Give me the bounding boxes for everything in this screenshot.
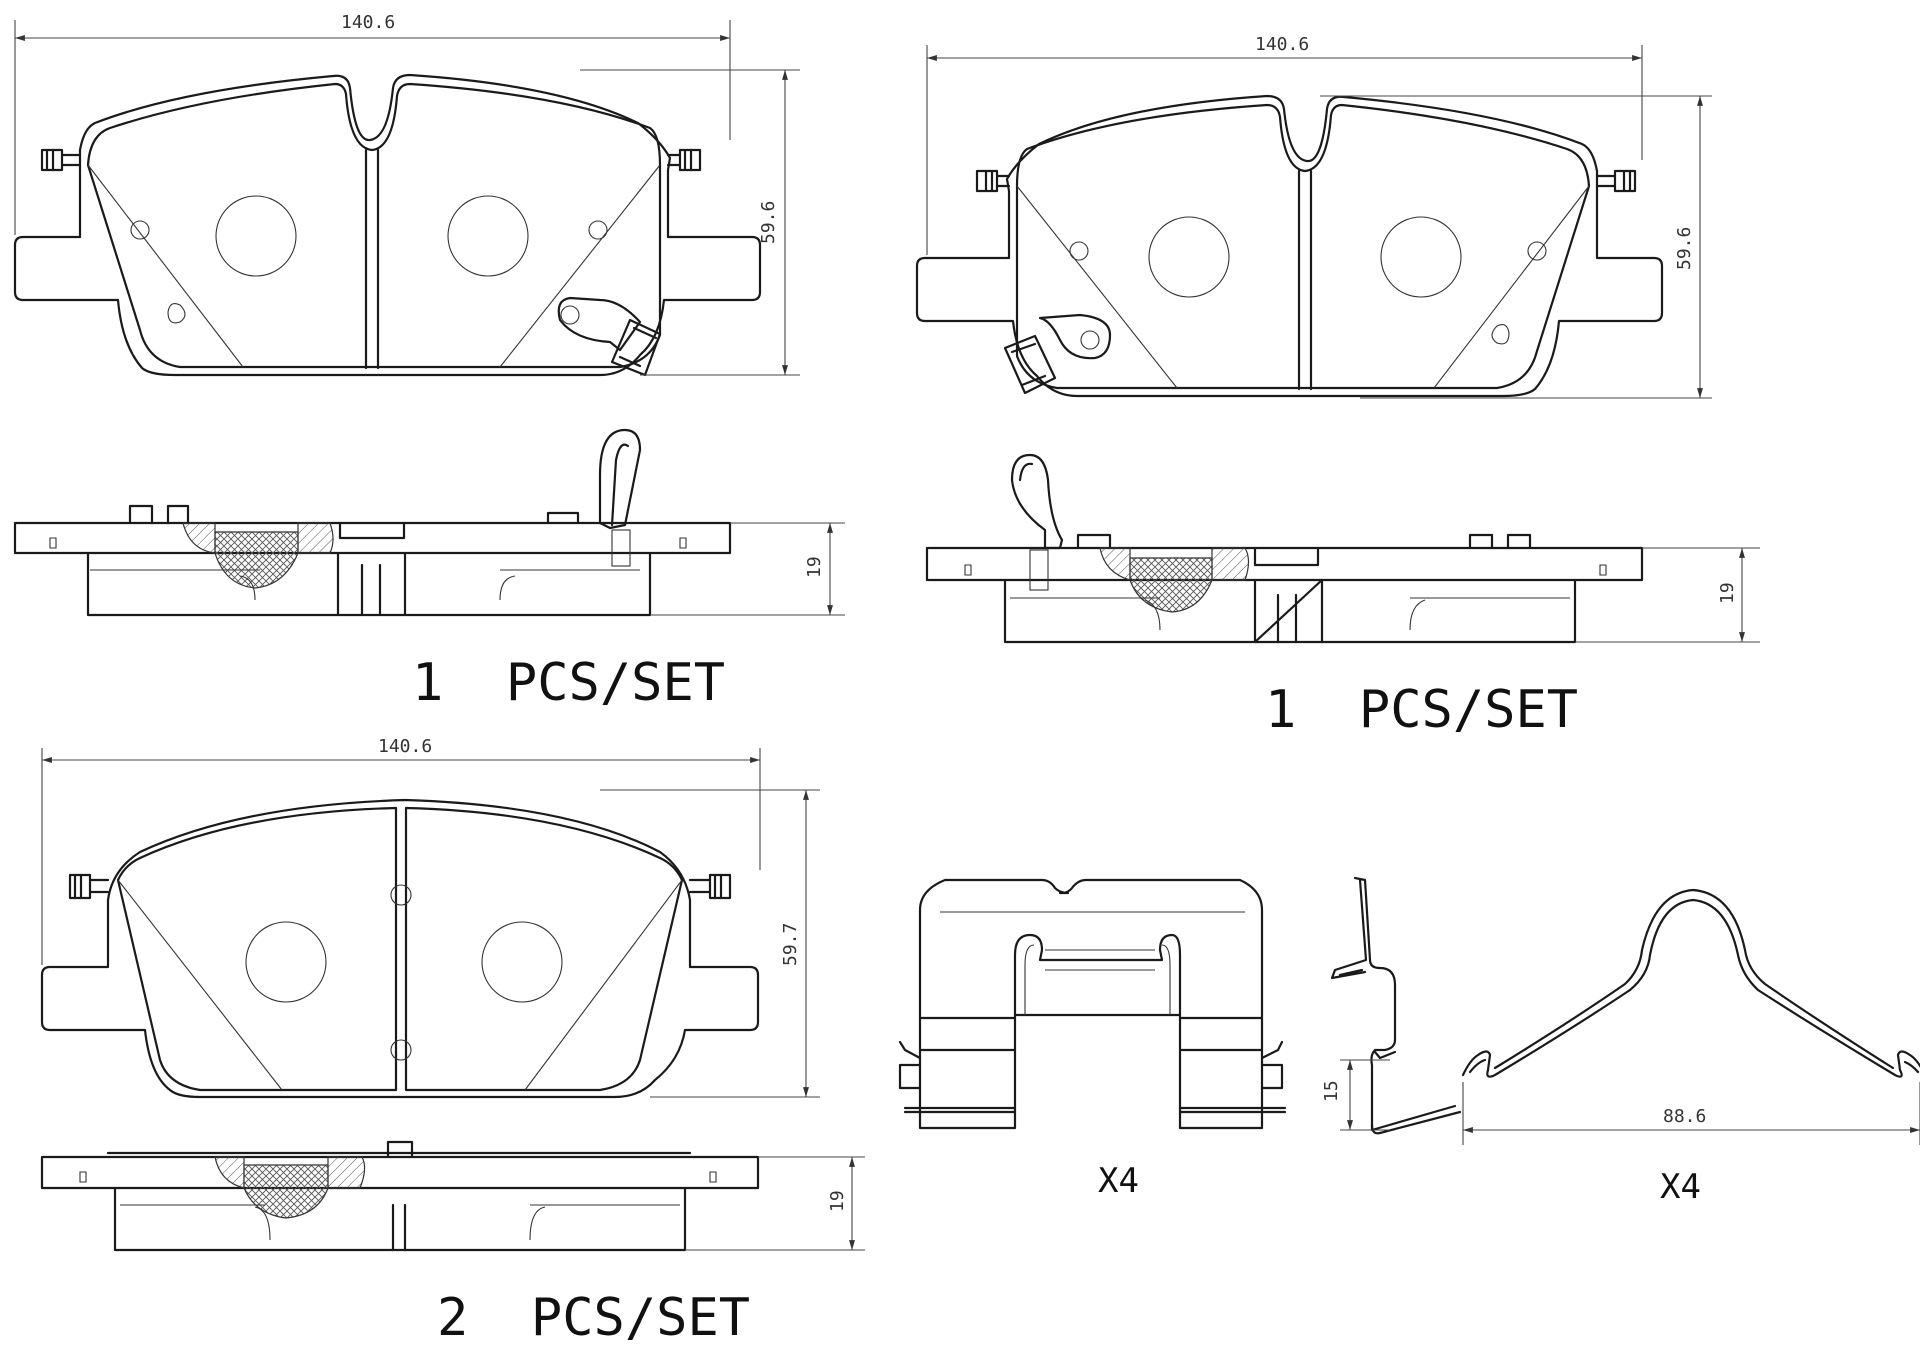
pad-a-side-view	[13, 428, 732, 617]
pad-a-width-dim: 140.6	[14, 12, 731, 235]
wire-spring	[1461, 888, 1920, 1078]
pad-a-thickness-label: 19	[804, 556, 825, 578]
pad-b-face	[915, 94, 1664, 398]
pad-b-thickness-label: 19	[1717, 582, 1738, 604]
pad-c-thickness-dim: 19	[685, 1156, 865, 1251]
pad-b-side-view	[925, 453, 1644, 644]
pad-b-thickness-dim: 19	[1575, 547, 1760, 643]
pad-a-width-label: 140.6	[341, 12, 395, 33]
pad-b-height-label: 59.6	[1674, 227, 1695, 270]
pad-a-height-label: 59.6	[758, 201, 779, 244]
pad-c-width-dim: 140.6	[41, 736, 761, 965]
pad-a-thickness-dim: 19	[650, 522, 845, 616]
pad-c-face	[40, 798, 760, 1099]
pad-a-height-dim: 59.6	[580, 69, 800, 376]
pad-a-face	[13, 73, 762, 377]
wire-spring-qty-label: X4	[1660, 1167, 1701, 1207]
pad-b-qty-label: 1 PCS/SET	[1265, 680, 1578, 740]
pad-c-height-label: 59.7	[780, 923, 801, 966]
wire-spring-width-label: 88.6	[1663, 1106, 1706, 1127]
pad-b-width-label: 140.6	[1255, 34, 1309, 55]
side-spring-height-dim: 15	[1321, 1059, 1390, 1131]
wire-spring-width-dim: 88.6	[1462, 1082, 1920, 1145]
side-spring	[1330, 876, 1462, 1135]
pad-c-height-dim: 59.7	[600, 789, 820, 1098]
side-spring-height-label: 15	[1321, 1080, 1342, 1102]
pad-c-width-label: 140.6	[378, 736, 432, 757]
pad-c-qty-label: 2 PCS/SET	[437, 1288, 750, 1348]
pad-b-width-dim: 140.6	[926, 34, 1643, 255]
abutment-clip	[898, 878, 1287, 1130]
pad-a-qty-label: 1 PCS/SET	[412, 653, 725, 713]
clip-qty-label: X4	[1098, 1161, 1139, 1201]
pad-c-side-view	[40, 1140, 760, 1252]
pad-c-thickness-label: 19	[827, 1190, 848, 1212]
pad-b-height-dim: 59.6	[1320, 95, 1712, 399]
